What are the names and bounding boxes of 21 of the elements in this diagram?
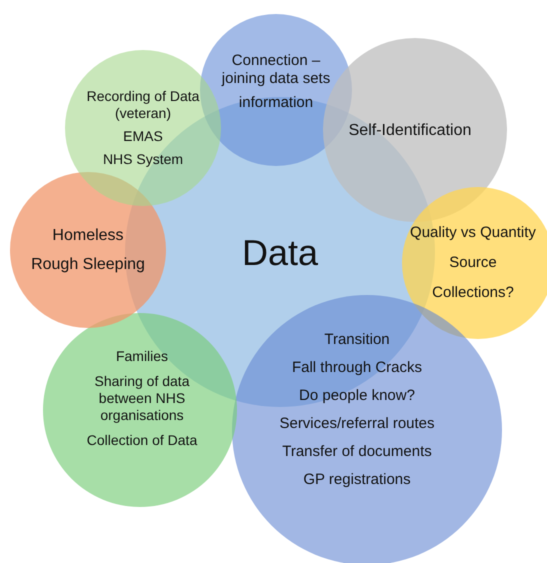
topic-text: Recording of Data (veteran)	[86, 88, 200, 122]
topic-text: Services/referral routes	[278, 415, 436, 433]
topic-text: NHS System	[102, 151, 184, 168]
topic-text: Sharing of data between NHS organisations	[94, 372, 190, 424]
topic-text: Collections?	[431, 284, 515, 302]
topic-text: Collection of Data	[86, 432, 198, 448]
topic-text: Rough Sleeping	[30, 255, 146, 274]
topic-text: Self-Identification	[348, 120, 472, 140]
topic-text: Homeless	[51, 226, 125, 245]
center-title: Data	[240, 230, 320, 274]
topic-text: Families	[114, 348, 170, 364]
topic-text: Transfer of documents	[281, 443, 433, 461]
topic-text: EMAS	[122, 128, 164, 145]
topic-text: Fall through Cracks	[290, 359, 424, 377]
topic-text: Source	[448, 254, 498, 272]
topic-text: Transition	[323, 331, 391, 349]
topic-text: Quality vs Quantity	[409, 224, 537, 242]
topic-text: information	[238, 94, 314, 112]
topic-text: Connection – joining data sets	[220, 52, 332, 88]
topic-text: Do people know?	[298, 387, 416, 405]
topic-text: GP registrations	[302, 471, 412, 489]
